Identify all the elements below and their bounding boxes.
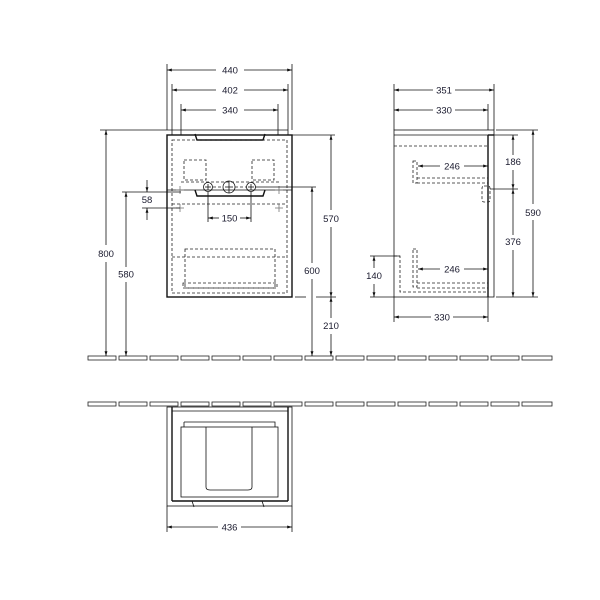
dim-upper-drawer-height: 186 (505, 157, 521, 168)
dim-floor-clearance: 210 (323, 321, 339, 332)
dim-height-to-drain: 580 (118, 270, 134, 281)
side-view-dimensions: 351 330 246 246 186 376 590 140 (366, 84, 541, 324)
wall-tile-row-upper (87, 355, 553, 361)
front-view-dimensions: 440 402 340 150 800 580 58 570 (98, 64, 339, 356)
top-view-dimensions: 436 (166, 506, 293, 534)
dim-body-depth-bottom: 330 (434, 313, 450, 324)
wall-tile-row-lower (87, 401, 553, 407)
dim-overall-width: 440 (222, 66, 238, 77)
dim-tap-hole-spacing: 150 (222, 214, 238, 225)
top-view (166, 406, 293, 508)
dim-lower-drawer-height: 376 (505, 237, 521, 248)
dim-drawer-depth-upper: 246 (444, 162, 460, 173)
dim-top-overall-width: 436 (222, 523, 238, 534)
dim-drawer-depth-lower: 246 (444, 265, 460, 276)
dim-overall-height: 590 (525, 208, 541, 219)
dim-basin-width: 340 (222, 106, 238, 117)
dim-body-depth-top: 330 (436, 106, 452, 117)
dim-height-to-waste: 600 (304, 266, 320, 277)
dim-cutout-height: 140 (366, 271, 382, 282)
dim-drain-offset: 58 (142, 195, 153, 206)
dim-height-to-top: 800 (98, 249, 114, 260)
dim-overall-depth: 351 (436, 86, 452, 97)
dim-cabinet-height: 570 (323, 214, 339, 225)
front-view (166, 129, 293, 298)
dim-inner-width: 402 (222, 86, 238, 97)
